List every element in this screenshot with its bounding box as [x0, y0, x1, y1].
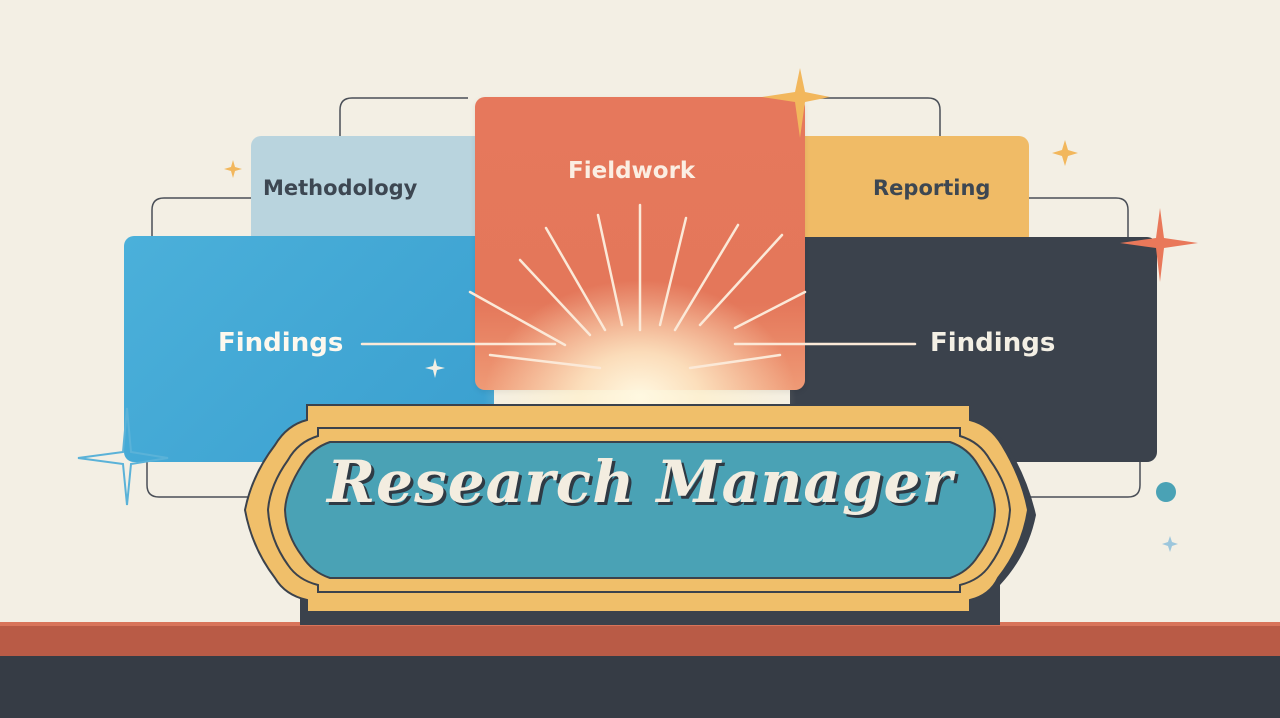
- app-title: Research Manager: [326, 448, 954, 516]
- findings-label-right: Findings: [930, 328, 1056, 358]
- sparkle-icons: [77, 68, 1198, 552]
- bottom-bar: [0, 656, 1280, 718]
- reporting-card[interactable]: [790, 136, 1029, 246]
- findings-label-left: Findings: [218, 328, 344, 358]
- reporting-label: Reporting: [873, 176, 991, 200]
- methodology-card[interactable]: [251, 136, 491, 246]
- methodology-label: Methodology: [263, 176, 418, 200]
- fieldwork-label: Fieldwork: [568, 158, 696, 184]
